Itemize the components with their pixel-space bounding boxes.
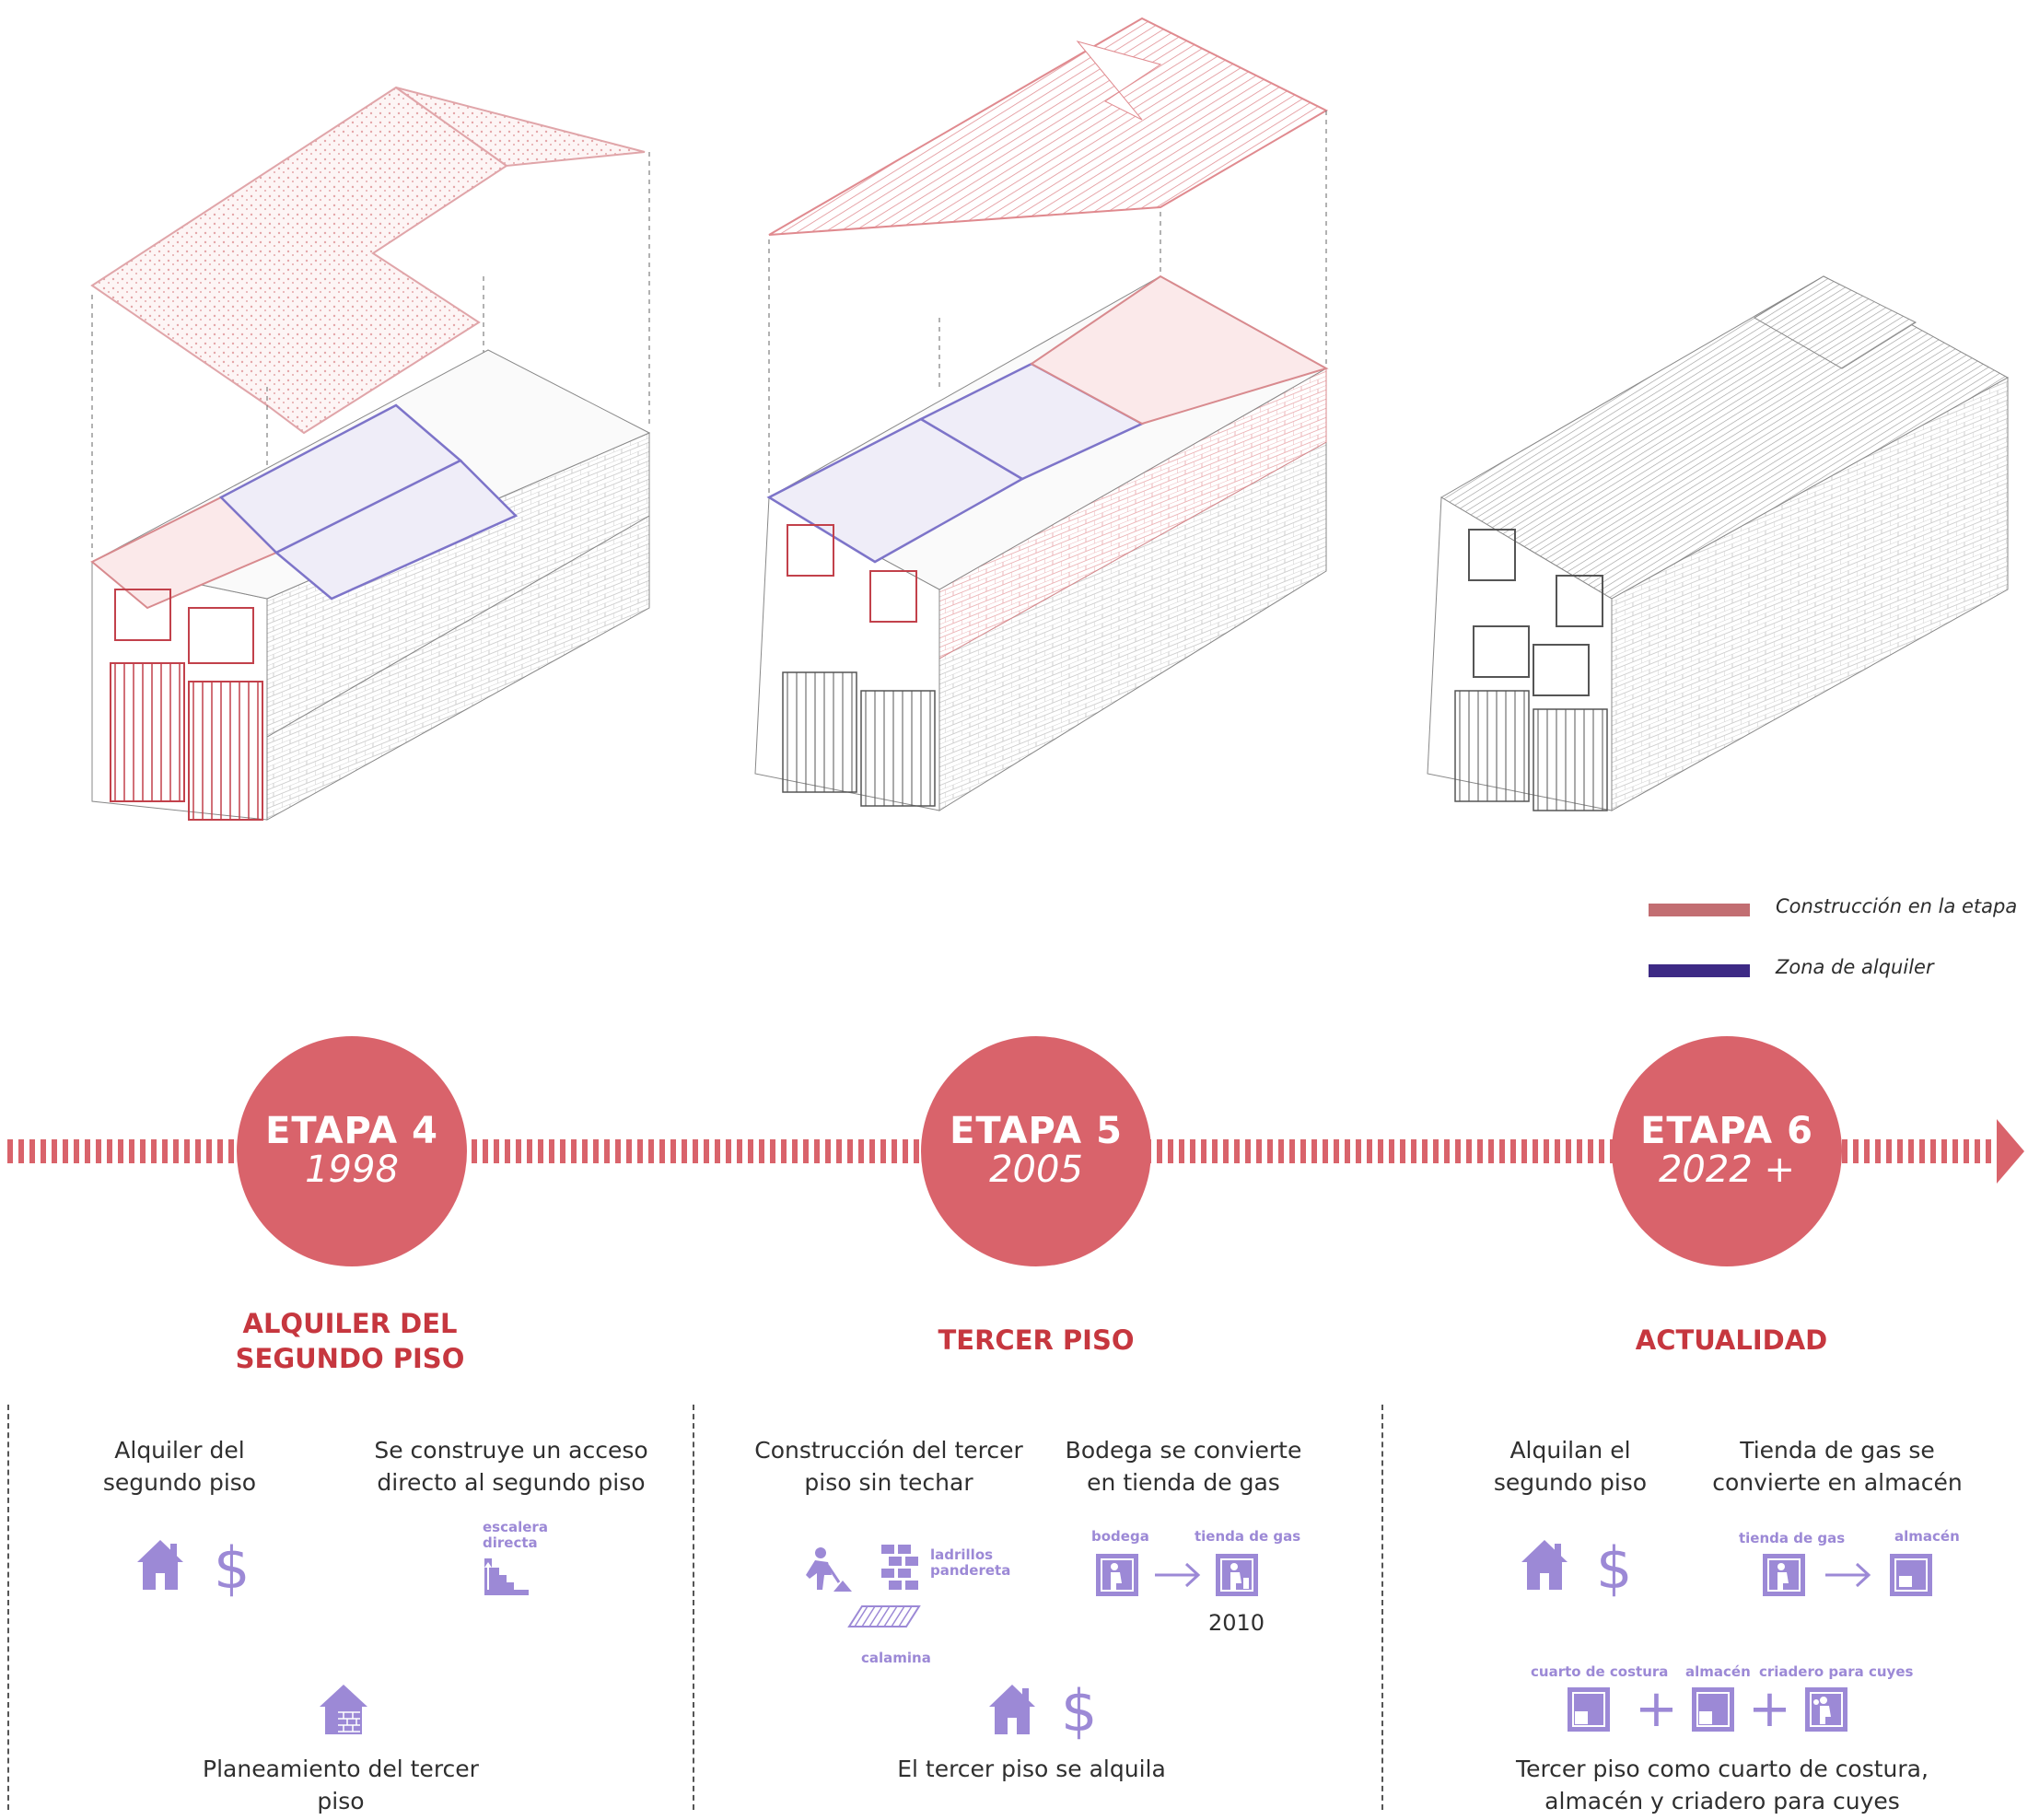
arrow-right-icon <box>1825 1562 1871 1588</box>
bodega-icon <box>1096 1554 1138 1596</box>
stage4-item-planning: Planeamiento del tercer piso <box>203 1756 479 1814</box>
storage-icon <box>1692 1687 1734 1732</box>
timeline-arrow <box>7 1119 2024 1184</box>
legend-label-rent: Zona de alquiler <box>1776 956 1934 978</box>
stage-heading-5: TERCER PISO <box>938 1324 1135 1356</box>
axo-etapa-4 <box>90 86 651 821</box>
stage-circle-5: ETAPA 5 2005 <box>921 1036 1151 1266</box>
axonometric-drawings <box>90 17 2010 821</box>
sewing-room-icon <box>1568 1687 1610 1732</box>
house-icon <box>1521 1540 1568 1590</box>
arrow-right-icon <box>1155 1562 1201 1588</box>
column-divider <box>1381 1405 1383 1810</box>
built-area <box>1030 274 1329 426</box>
plus-icon: + <box>1748 1679 1791 1739</box>
roof-corrugated <box>768 17 1329 236</box>
stage-circle-4: ETAPA 4 1998 <box>237 1036 467 1266</box>
window <box>188 607 254 664</box>
stage6-item-storage: Tienda de gas se convierte en almacén <box>1712 1437 1963 1496</box>
stage-title: ETAPA 5 <box>950 1110 1123 1152</box>
column-divider <box>7 1405 9 1810</box>
axo-etapa-6 <box>1427 275 2010 811</box>
gas-store-label: tienda de gas <box>1739 1530 1846 1546</box>
plus-icon: + <box>1635 1679 1678 1739</box>
corrugated-sheet-icon <box>847 1605 921 1628</box>
stage6-item-third-floor: Tercer piso como cuarto de costura, alma… <box>1516 1756 1929 1814</box>
dollar-icon: $ <box>1596 1534 1633 1602</box>
stage-title: ETAPA 4 <box>265 1110 438 1152</box>
storage-label: almacén <box>1685 1663 1751 1680</box>
roof-slab-rear <box>395 87 646 168</box>
legend-swatch-construction <box>1649 904 1750 916</box>
column-divider <box>693 1405 694 1810</box>
guinea-pig-room-icon <box>1805 1687 1847 1732</box>
stage-year: 2005 <box>989 1149 1083 1191</box>
bodega-label: bodega <box>1091 1528 1149 1545</box>
gas-store-label: tienda de gas <box>1195 1528 1301 1545</box>
guinea-pig-label: criadero para cuyes <box>1759 1663 1914 1680</box>
house-brick-icon <box>320 1685 367 1734</box>
house-icon <box>137 1540 183 1590</box>
legend-swatch-rent <box>1649 964 1750 977</box>
axo-etapa-5 <box>754 17 1329 811</box>
stage-heading-4: ALQUILER DEL SEGUNDO PISO <box>235 1308 465 1374</box>
worker-icon <box>806 1547 852 1592</box>
legend-label-construction: Construcción en la etapa <box>1776 895 2018 917</box>
stage-year: 2022 + <box>1658 1149 1796 1191</box>
stage4-item-access: Se construye un acceso directo al segund… <box>374 1437 648 1496</box>
stage-heading-6: ACTUALIDAD <box>1635 1324 1828 1356</box>
stairs-icon <box>484 1558 529 1595</box>
stage-year: 1998 <box>305 1149 399 1191</box>
stage-circle-6: ETAPA 6 2022 + <box>1612 1036 1842 1266</box>
rent-area <box>274 459 519 601</box>
stage5-item-rented: El tercer piso se alquila <box>897 1756 1166 1782</box>
gas-store-icon <box>1216 1554 1258 1596</box>
stage5-item-construction: Construcción del tercer piso sin techar <box>754 1437 1023 1496</box>
gas-store-icon <box>1763 1554 1805 1596</box>
stair-icon-label: escalera directa <box>483 1519 548 1551</box>
year-note-2010: 2010 <box>1208 1610 1265 1636</box>
stage-title: ETAPA 6 <box>1640 1110 1813 1152</box>
dollar-icon: $ <box>1061 1677 1098 1744</box>
storage-label: almacén <box>1894 1528 1960 1545</box>
window <box>114 589 171 641</box>
house-icon <box>989 1685 1035 1734</box>
stage5-item-store: Bodega se convierte en tienda de gas <box>1065 1437 1302 1496</box>
bricks-label: ladrillos pandereta <box>930 1546 1011 1579</box>
calamina-label: calamina <box>861 1650 931 1666</box>
storage-icon <box>1890 1554 1932 1596</box>
gate <box>110 662 185 802</box>
stage4-item-rent: Alquiler del segundo piso <box>102 1437 257 1496</box>
sewing-room-label: cuarto de costura <box>1531 1663 1669 1680</box>
brick-wall-icon <box>881 1545 918 1590</box>
dollar-icon: $ <box>214 1534 251 1602</box>
timeline-arrowhead <box>1997 1119 2024 1184</box>
stage6-item-rent: Alquilan el segundo piso <box>1493 1437 1648 1496</box>
